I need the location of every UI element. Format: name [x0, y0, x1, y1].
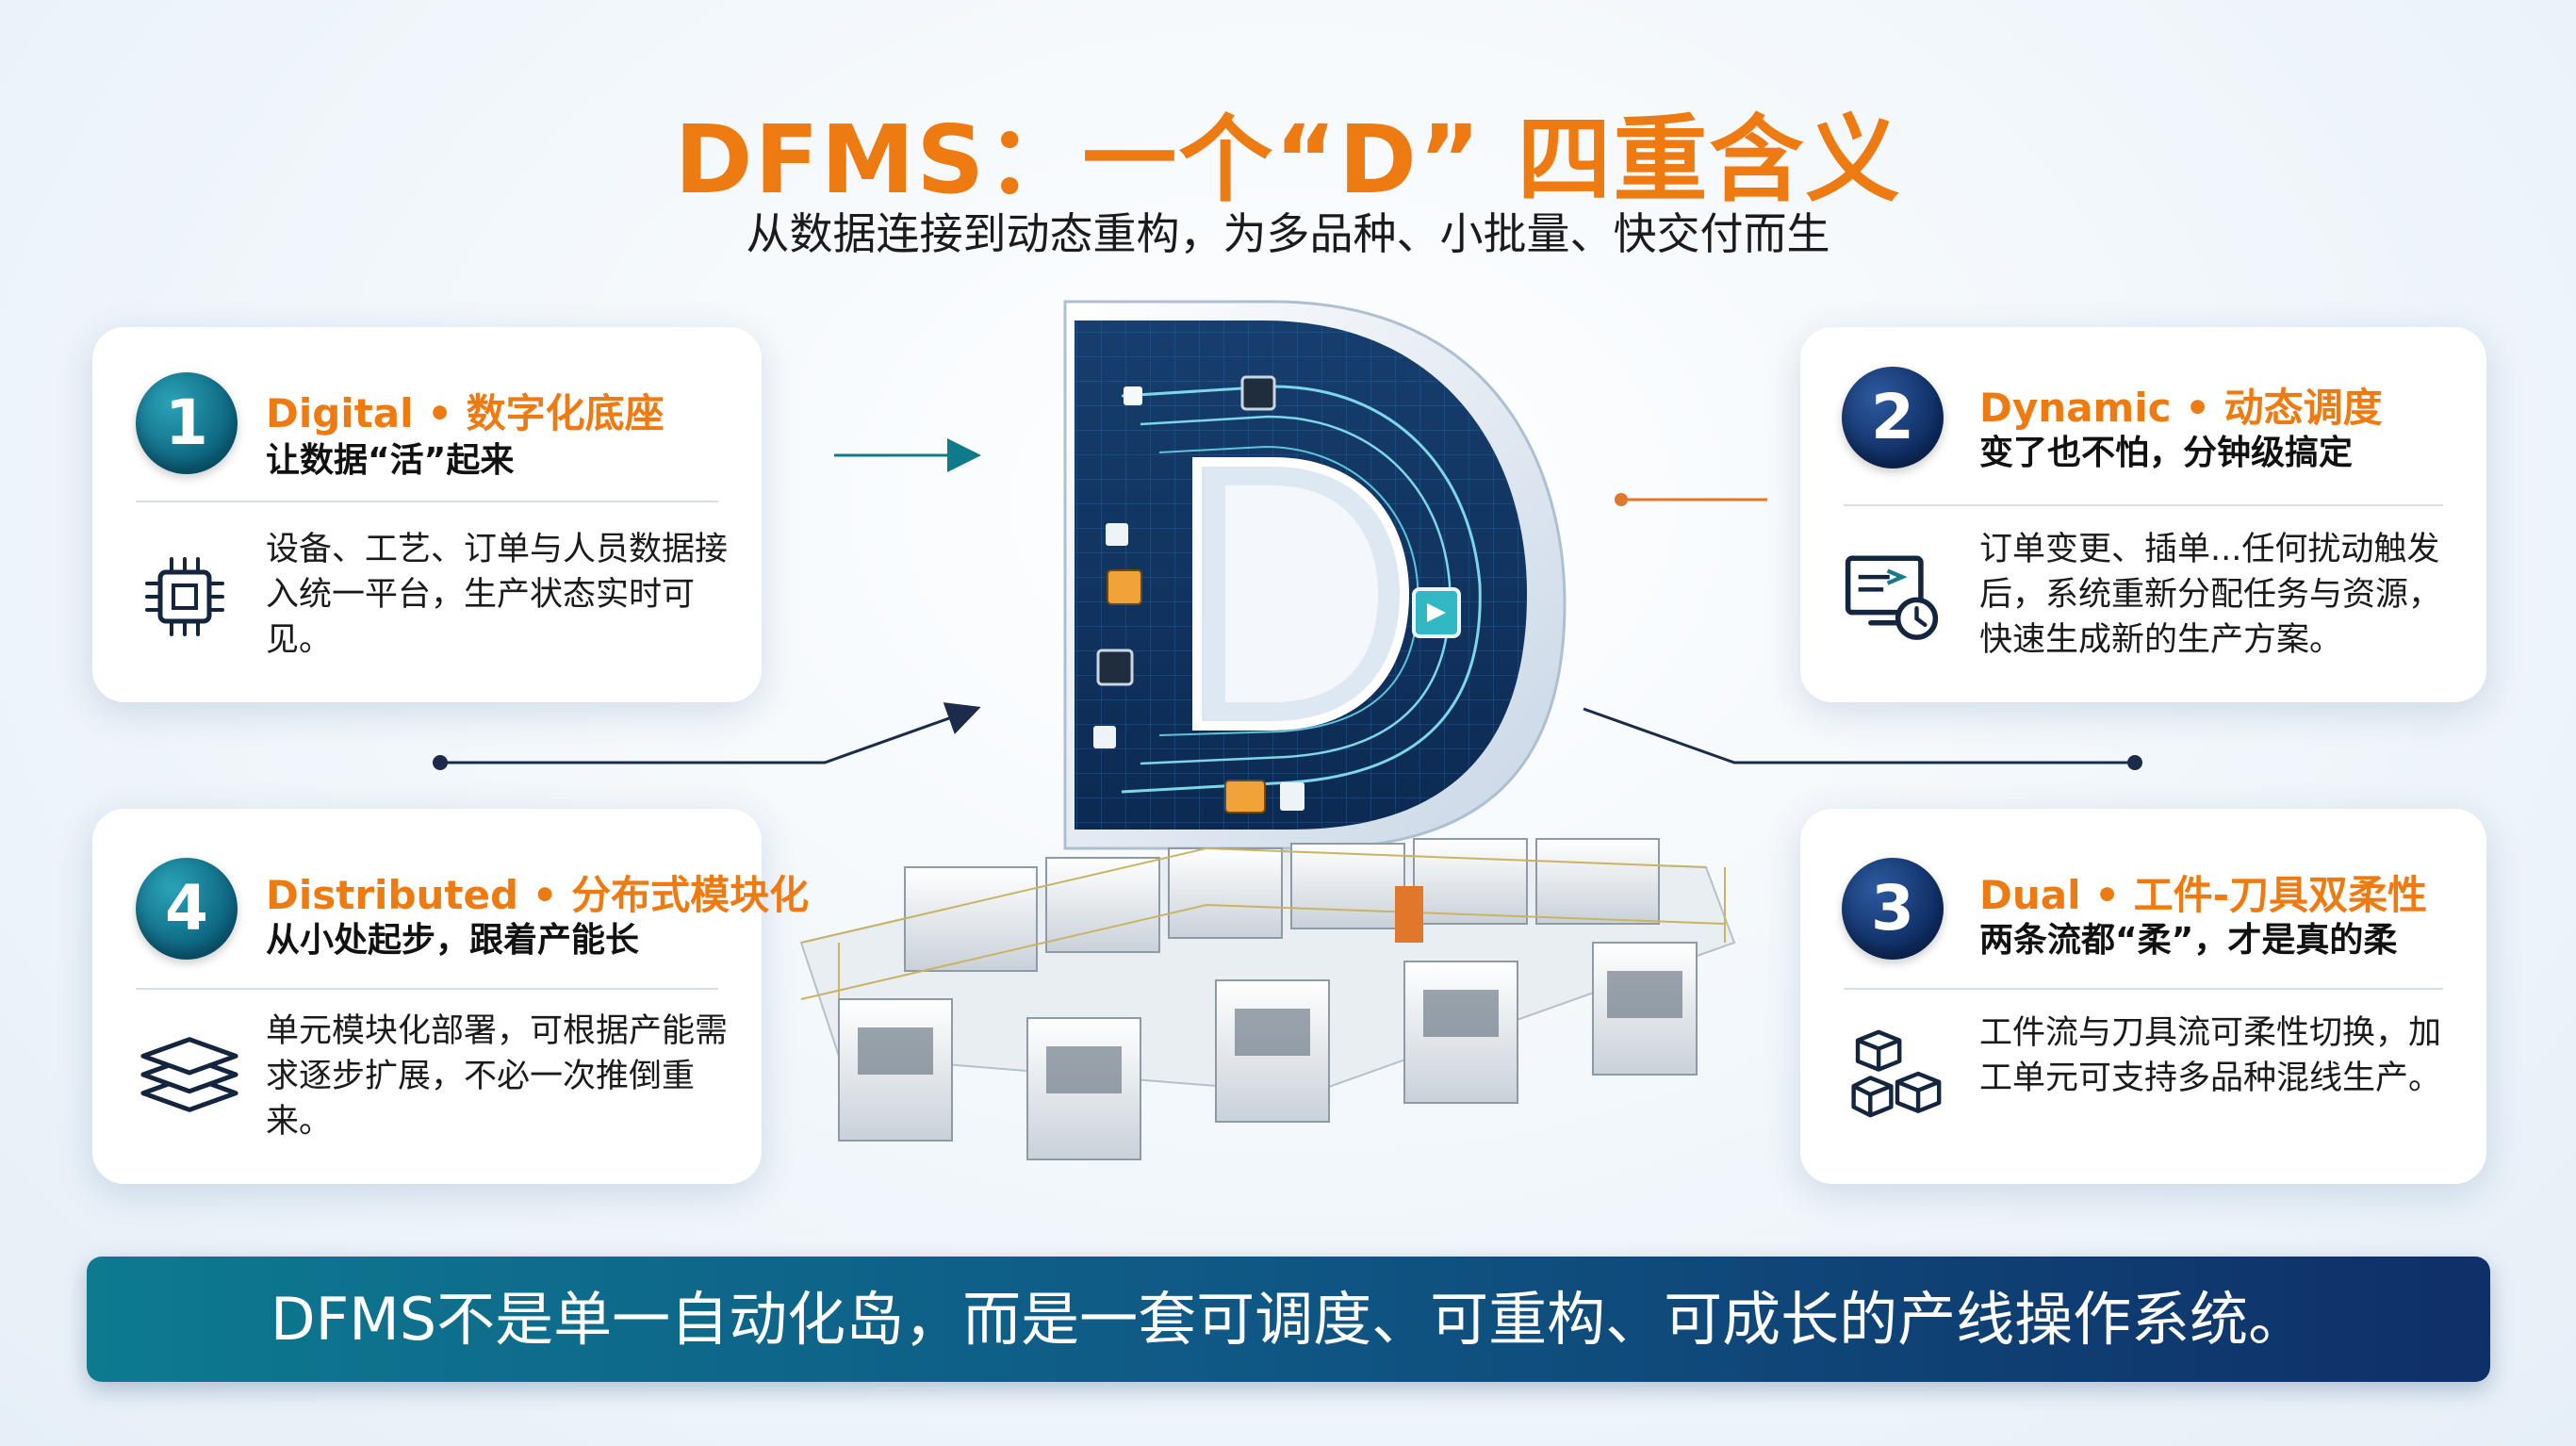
card-dual: 3 Dual • 工件-刀具双柔性 两条流都“柔”，才是真的柔 工件流与刀具流可…: [1800, 809, 2486, 1184]
card-divider: [136, 988, 718, 990]
page-subtitle: 从数据连接到动态重构，为多品种、小批量、快交付而生: [746, 208, 1830, 259]
card-subtitle: 变了也不怕，分钟级搞定: [1979, 434, 2354, 472]
boxes-icon: [1851, 1029, 1942, 1118]
card-number-badge: 3: [1842, 858, 1944, 960]
card-body: 设备、工艺、订单与人员数据接入统一平台，生产状态实时可见。: [266, 531, 729, 659]
card-body: 单元模块化部署，可根据产能需求逐步扩展，不必一次推倒重来。: [266, 1012, 729, 1141]
card-divider: [1844, 504, 2443, 506]
dfms-d-illustration: [799, 300, 1736, 1160]
connector-card2: [1615, 493, 1767, 506]
card-dynamic: 2 Dynamic • 动态调度 变了也不怕，分钟级搞定 订单变更、插单...任…: [1800, 327, 2486, 702]
connector-card3: [1583, 707, 2142, 770]
card-number-badge: 4: [136, 858, 238, 960]
card-number-badge: 1: [136, 372, 238, 474]
card-title: Digital • 数字化底座: [266, 390, 665, 436]
card-title: Distributed • 分布式模块化: [266, 872, 810, 918]
card-body: 工件流与刀具流可柔性切换，加工单元可支持多品种混线生产。: [1979, 1014, 2442, 1097]
monitor-clock-icon: [1845, 555, 1939, 640]
summary-banner: DFMS不是单一自动化岛，而是一套可调度、可重构、可成长的产线操作系统。: [87, 1257, 2490, 1382]
card-title: Dual • 工件-刀具双柔性: [1979, 872, 2428, 918]
card-distributed: 4 Distributed • 分布式模块化 从小处起步，跟着产能长 单元模块化…: [92, 809, 809, 1184]
card-digital: 1 Digital • 数字化底座 让数据“活”起来 设备、工艺、订单与人员数据…: [92, 327, 762, 702]
card-subtitle: 从小处起步，跟着产能长: [266, 921, 640, 960]
card-subtitle: 两条流都“柔”，才是真的柔: [1979, 921, 2398, 960]
card-body: 订单变更、插单...任何扰动触发后，系统重新分配任务与资源，快速生成新的生产方案…: [1979, 531, 2442, 659]
card-title: Dynamic • 动态调度: [1979, 385, 2383, 431]
layers-icon: [140, 1037, 238, 1112]
card-number-badge: 2: [1842, 367, 1944, 468]
card-subtitle: 让数据“活”起来: [266, 441, 515, 480]
page-title: DFMS：一个“D” 四重含义: [674, 105, 1902, 215]
chip-icon: [145, 557, 224, 636]
card-divider: [136, 501, 718, 502]
card-divider: [1844, 988, 2443, 990]
connector-card4: [433, 702, 981, 770]
